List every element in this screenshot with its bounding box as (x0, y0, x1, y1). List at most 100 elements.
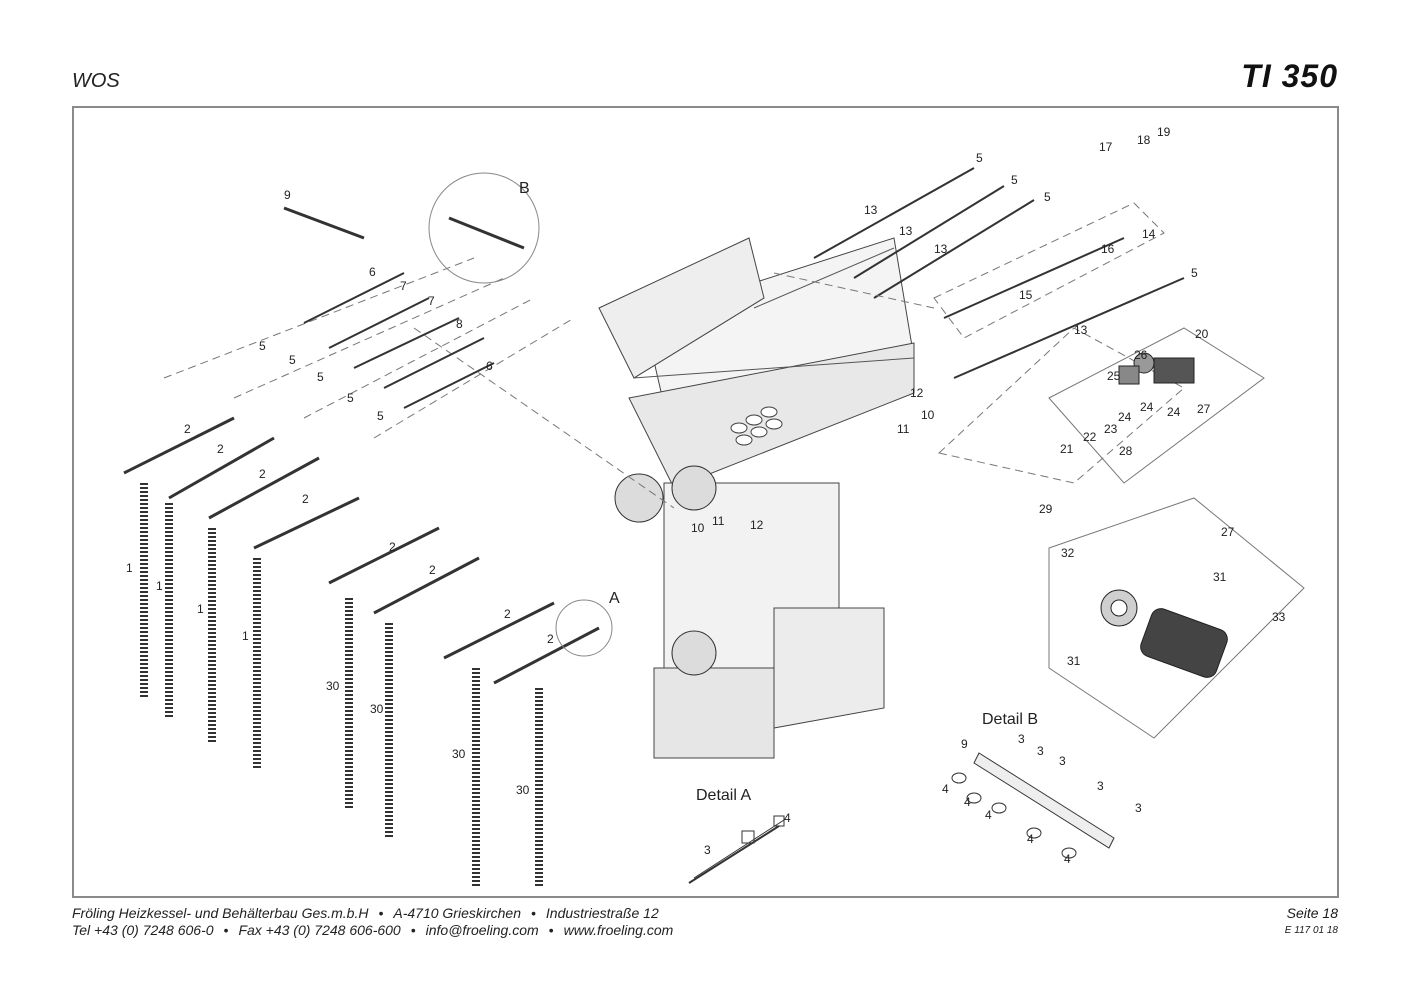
part-callout-14: 14 (1142, 227, 1156, 241)
phone: Tel +43 (0) 7248 606-0 (72, 922, 214, 938)
email-link[interactable]: info@froeling.com (425, 922, 539, 938)
detail-b-title: Detail B (982, 711, 1038, 728)
part-callout-29: 29 (1039, 502, 1053, 516)
part-callout-27: 27 (1221, 525, 1235, 539)
part-callout-4: 4 (1064, 852, 1071, 866)
part-callout-15: 15 (1019, 288, 1033, 302)
part-callout-3: 3 (1018, 732, 1025, 746)
part-callout-31: 31 (1213, 570, 1227, 584)
part-callout-5: 5 (1191, 266, 1198, 280)
part-callout-30: 30 (326, 679, 340, 693)
part-callout-9: 9 (961, 737, 968, 751)
part-callout-4: 4 (942, 782, 949, 796)
part-callout-31: 31 (1067, 654, 1081, 668)
part-callout-27: 27 (1197, 402, 1211, 416)
part-callout-7: 7 (428, 294, 435, 308)
part-callout-33: 33 (1272, 610, 1286, 624)
turbulator-rods (813, 167, 1185, 379)
part-callout-1: 1 (126, 561, 133, 575)
part-callout-26: 26 (1134, 348, 1148, 362)
part-callout-24: 24 (1118, 410, 1132, 424)
part-callout-4: 4 (1027, 832, 1034, 846)
spring-brackets (123, 416, 613, 685)
part-callout-30: 30 (370, 702, 384, 716)
part-callout-30: 30 (452, 747, 466, 761)
part-callout-32: 32 (1061, 546, 1075, 560)
part-callout-19: 19 (1157, 125, 1171, 139)
part-callout-2: 2 (259, 467, 266, 481)
part-callout-5: 5 (259, 339, 266, 353)
part-callout-10: 10 (921, 408, 935, 422)
part-callout-11: 11 (712, 514, 725, 528)
footer-address: Fröling Heizkessel- und Behälterbau Ges.… (72, 905, 659, 921)
part-callout-1: 1 (156, 579, 163, 593)
part-callout-5: 5 (377, 409, 384, 423)
motor-detail-box (1048, 497, 1305, 739)
part-callout-11: 11 (897, 422, 910, 436)
part-callout-3: 3 (1059, 754, 1066, 768)
part-callout-10: 10 (691, 521, 705, 535)
turbulator-springs (140, 483, 543, 888)
part-callout-30: 30 (516, 783, 530, 797)
leader-lines (163, 202, 1185, 509)
part-callout-12: 12 (750, 518, 764, 532)
website-link[interactable]: www.froeling.com (563, 922, 674, 938)
part-callout-5: 5 (317, 370, 324, 384)
part-callout-2: 2 (217, 442, 224, 456)
part-callout-8: 8 (456, 317, 463, 331)
part-callout-12: 12 (910, 386, 924, 400)
part-callout-2: 2 (547, 632, 554, 646)
part-callout-4: 4 (784, 811, 791, 825)
section-label: WOS (72, 70, 120, 92)
part-callout-23: 23 (1104, 422, 1118, 436)
part-callout-21: 21 (1060, 442, 1074, 456)
part-callout-6: 6 (369, 265, 376, 279)
part-callout-5: 5 (289, 353, 296, 367)
part-callout-3: 3 (704, 843, 711, 857)
detail-a-drawing (688, 815, 785, 884)
part-callout-2: 2 (184, 422, 191, 436)
part-callout-24: 24 (1140, 400, 1154, 414)
turbulator-brackets (283, 172, 540, 409)
company-city: A-4710 Grieskirchen (393, 905, 521, 921)
part-callout-2: 2 (504, 607, 511, 621)
part-callout-13: 13 (864, 203, 878, 217)
footer-contact: Tel +43 (0) 7248 606-0•Fax +43 (0) 7248 … (72, 922, 674, 938)
fax: Fax +43 (0) 7248 606-600 (238, 922, 401, 938)
part-callout-3: 3 (1135, 801, 1142, 815)
part-callout-13: 13 (899, 224, 913, 238)
part-callout-1: 1 (197, 602, 204, 616)
drive-assembly-box (1048, 327, 1265, 484)
circle-a-label: A (609, 590, 620, 607)
part-callout-16: 16 (1101, 242, 1115, 256)
part-callout-7: 7 (400, 279, 407, 293)
part-callout-2: 2 (389, 540, 396, 554)
part-callout-13: 13 (934, 242, 948, 256)
part-callout-20: 20 (1195, 327, 1209, 341)
part-callout-9: 9 (284, 188, 291, 202)
company-street: Industriestraße 12 (545, 905, 659, 921)
part-callout-3: 3 (1097, 779, 1104, 793)
exploded-view-drawing: 9677865555522222222111130303030131313135… (123, 125, 1305, 888)
part-callout-6: 6 (486, 359, 493, 373)
part-callout-25: 25 (1107, 369, 1121, 383)
circle-b-label: B (519, 180, 530, 197)
part-callout-4: 4 (964, 795, 971, 809)
part-callout-5: 5 (1011, 173, 1018, 187)
model-title: TI 350 (1241, 58, 1338, 94)
drive-motor (1100, 352, 1228, 678)
part-callout-4: 4 (985, 808, 992, 822)
company-name: Fröling Heizkessel- und Behälterbau Ges.… (72, 905, 369, 921)
part-callout-5: 5 (1044, 190, 1051, 204)
part-callout-5: 5 (347, 391, 354, 405)
part-callout-13: 13 (1074, 323, 1088, 337)
part-callout-2: 2 (429, 563, 436, 577)
part-callout-17: 17 (1099, 140, 1113, 154)
detail-a-title: Detail A (696, 787, 751, 804)
part-callout-28: 28 (1119, 444, 1133, 458)
page-number: Seite 18 (1286, 905, 1338, 921)
part-callout-3: 3 (1037, 744, 1044, 758)
boiler-body (598, 237, 915, 759)
part-callout-1: 1 (242, 629, 249, 643)
